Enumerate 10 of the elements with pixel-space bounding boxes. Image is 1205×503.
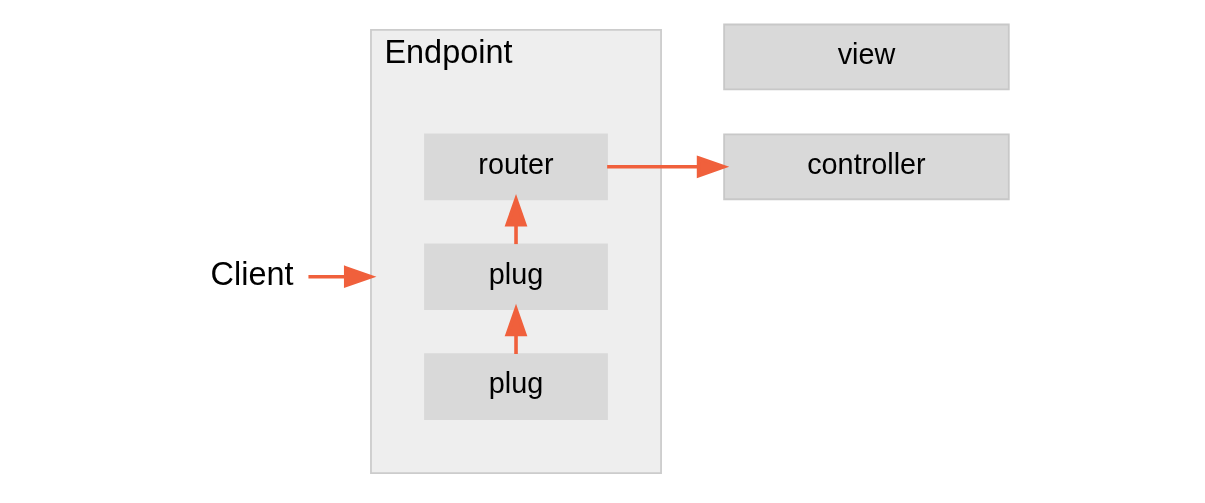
node-box: view (723, 23, 1010, 91)
node-box: router (424, 133, 608, 201)
arrow (308, 265, 377, 289)
node-box: plug (424, 353, 608, 420)
arrow (504, 193, 528, 245)
node-box: plug (424, 243, 608, 311)
arrow (607, 155, 730, 179)
node-text: Client (210, 255, 294, 292)
arrow (504, 303, 528, 354)
node-box: controller (723, 133, 1010, 201)
